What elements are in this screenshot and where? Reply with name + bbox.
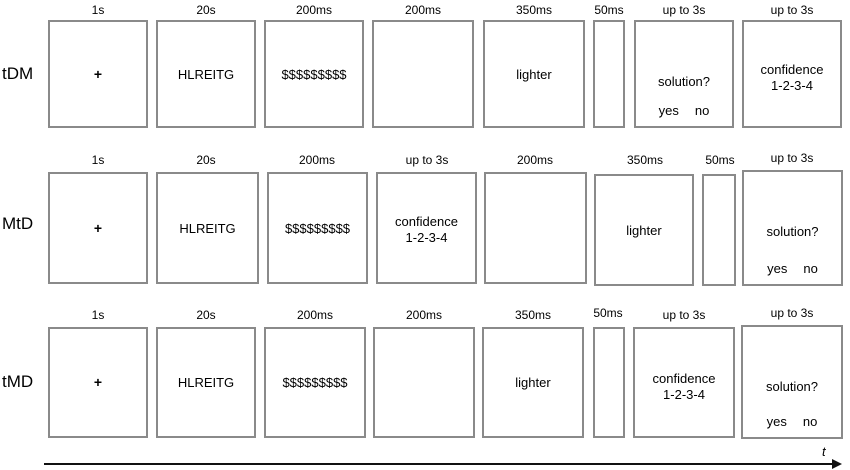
duration-label: up to 3s [662, 308, 706, 322]
solution-question: solution? [765, 379, 819, 394]
duration-label: up to 3s [770, 151, 814, 165]
anagram-letters: HLREITG [179, 220, 236, 236]
duration-label: 350ms [514, 308, 552, 322]
anagram-screen: HLREITG [156, 327, 256, 438]
duration-label: 350ms [626, 153, 664, 167]
fixation-screen: + [48, 327, 148, 438]
duration-label: up to 3s [770, 306, 814, 320]
blank-screen [372, 20, 474, 128]
no-option: no [802, 414, 818, 429]
duration-label: 200ms [404, 3, 442, 17]
duration-label: 50ms [593, 306, 623, 320]
duration-label: 350ms [515, 3, 553, 17]
confidence-question: confidence [395, 214, 458, 229]
yes-no-options: yes no [636, 103, 732, 118]
mask-screen: $$$$$$$$$ [267, 172, 368, 284]
condition-label-mtd: MtD [2, 214, 34, 233]
confidence-screen: confidence 1-2-3-4 [742, 20, 842, 128]
yes-option: yes [767, 261, 788, 276]
duration-label: 1s [91, 3, 105, 17]
duration-label: 200ms [405, 308, 443, 322]
yes-no-options: yes no [744, 261, 841, 276]
confidence-screen: confidence 1-2-3-4 [376, 172, 477, 284]
duration-label: 1s [91, 153, 105, 167]
word-screen: lighter [594, 174, 694, 286]
confidence-scale: 1-2-3-4 [663, 387, 705, 402]
condition-label-tmd: tMD [2, 372, 34, 391]
condition-label-tdm: tDM [2, 64, 34, 83]
mask-screen: $$$$$$$$$ [264, 20, 364, 128]
confidence-scale: 1-2-3-4 [405, 230, 448, 245]
confidence-screen: confidence 1-2-3-4 [633, 327, 735, 438]
blank-screen [593, 327, 625, 438]
anagram-letters: HLREITG [177, 66, 235, 82]
blank-screen [702, 174, 736, 286]
yes-no-options: yes no [743, 414, 841, 429]
solution-screen: solution? yes no [634, 20, 734, 128]
fixation-screen: + [48, 172, 148, 284]
anagram-letters: HLREITG [177, 375, 235, 390]
time-axis-label: t [822, 444, 826, 459]
mask-symbols: $$$$$$$$$ [281, 66, 347, 82]
confidence-question: confidence [652, 371, 716, 386]
blank-screen [593, 20, 625, 128]
mask-symbols: $$$$$$$$$ [284, 220, 351, 236]
target-word: lighter [515, 375, 551, 390]
duration-label: 200ms [516, 153, 554, 167]
duration-label: 50ms [705, 153, 735, 167]
solution-question: solution? [657, 74, 711, 89]
solution-screen: solution? yes no [741, 325, 843, 439]
solution-screen: solution? yes no [742, 170, 843, 286]
fixation-cross: + [93, 219, 103, 236]
duration-label: 20s [196, 3, 216, 17]
confidence-scale: 1-2-3-4 [771, 78, 813, 93]
duration-label: 200ms [295, 3, 333, 17]
blank-screen [484, 172, 587, 284]
duration-label: 200ms [296, 308, 334, 322]
fixation-cross: + [93, 374, 103, 390]
duration-label: 50ms [594, 3, 624, 17]
duration-label: up to 3s [770, 3, 814, 17]
duration-label: 1s [91, 308, 105, 322]
solution-question: solution? [766, 224, 819, 239]
duration-label: 200ms [298, 153, 336, 167]
confidence-question: confidence [760, 62, 824, 77]
no-option: no [694, 103, 710, 118]
yes-option: yes [766, 414, 787, 429]
target-word: lighter [516, 66, 552, 82]
time-axis-line [44, 463, 834, 465]
duration-label: up to 3s [662, 3, 706, 17]
fixation-screen: + [48, 20, 148, 128]
yes-option: yes [658, 103, 679, 118]
time-axis-arrow-icon [832, 459, 842, 469]
word-screen: lighter [483, 20, 585, 128]
mask-screen: $$$$$$$$$ [264, 327, 366, 438]
mask-symbols: $$$$$$$$$ [282, 375, 348, 390]
anagram-screen: HLREITG [156, 172, 259, 284]
word-screen: lighter [482, 327, 584, 438]
duration-label: 20s [196, 153, 216, 167]
duration-label: up to 3s [405, 153, 449, 167]
target-word: lighter [626, 222, 662, 238]
anagram-screen: HLREITG [156, 20, 256, 128]
no-option: no [803, 261, 818, 276]
blank-screen [373, 327, 475, 438]
fixation-cross: + [93, 65, 103, 82]
duration-label: 20s [196, 308, 216, 322]
